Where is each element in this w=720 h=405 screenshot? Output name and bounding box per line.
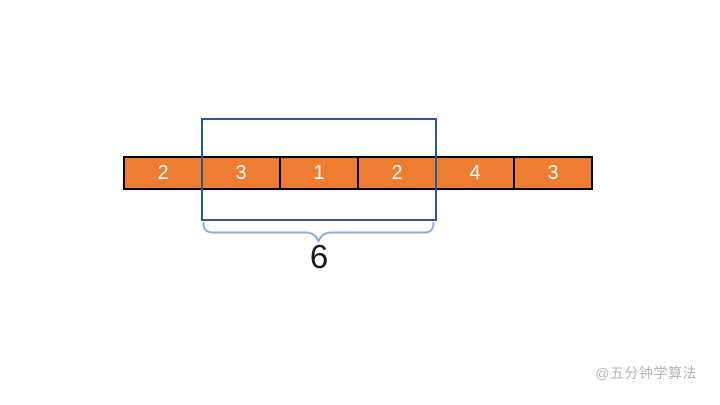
- array-cell: 3: [513, 156, 593, 190]
- window-sum-label: 6: [309, 238, 329, 275]
- array-cell: 2: [123, 156, 203, 190]
- array-cell: 3: [201, 156, 281, 190]
- array-cell-value: 2: [391, 162, 403, 184]
- watermark: @五分钟学算法: [595, 365, 697, 381]
- array-cell-value: 2: [157, 162, 169, 184]
- underbrace-icon: [202, 222, 435, 243]
- array-cell-value: 3: [547, 162, 559, 184]
- array-cell-value: 4: [469, 162, 481, 184]
- sliding-window-rect: [201, 118, 437, 221]
- array-cell: 4: [435, 156, 515, 190]
- array-cell-value: 1: [313, 162, 325, 184]
- array-cell-value: 3: [235, 162, 247, 184]
